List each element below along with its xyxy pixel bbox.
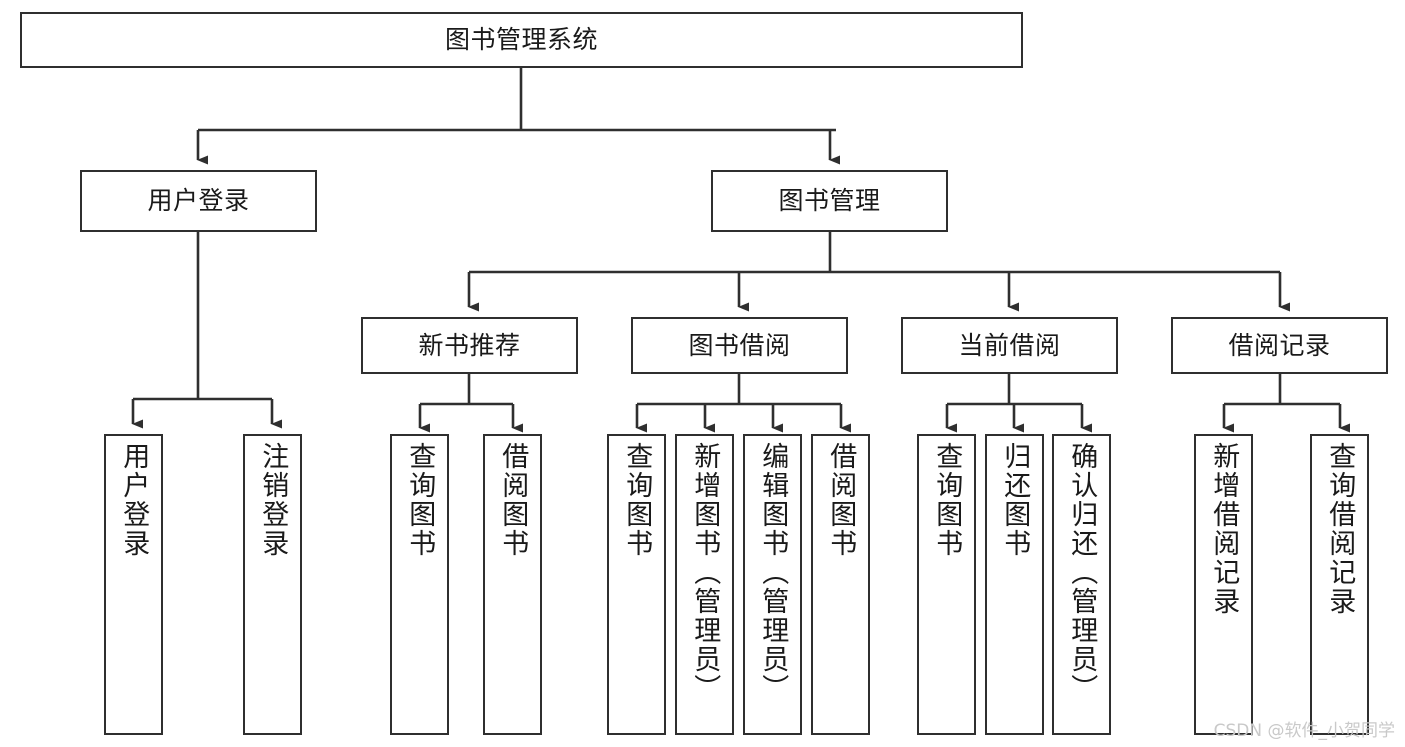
- leaf-current-borrow-confirm-return-admin[interactable]: 确认归还（管理员）: [1052, 434, 1111, 735]
- node-book-borrow[interactable]: 图书借阅: [631, 317, 848, 374]
- node-label: 编辑图书（管理员）: [757, 442, 789, 703]
- leaf-user-login-logout[interactable]: 注销登录: [243, 434, 302, 735]
- leaf-book-borrow-add-book-admin[interactable]: 新增图书（管理员）: [675, 434, 734, 735]
- node-label: 用户登录: [118, 442, 150, 558]
- node-label: 图书借阅: [688, 330, 791, 360]
- node-label: 借阅图书: [825, 442, 857, 558]
- node-label: 查询图书: [404, 442, 436, 558]
- node-label: 新增借阅记录: [1208, 442, 1240, 616]
- leaf-new-book-borrow-book[interactable]: 借阅图书: [483, 434, 542, 735]
- node-label: 借阅图书: [497, 442, 529, 558]
- node-label: 图书管理系统: [444, 25, 598, 55]
- csdn-watermark: CSDN @软件_小贺同学: [1213, 721, 1395, 741]
- node-current-borrow[interactable]: 当前借阅: [901, 317, 1118, 374]
- leaf-book-borrow-edit-book-admin[interactable]: 编辑图书（管理员）: [743, 434, 802, 735]
- node-label: 图书管理: [778, 186, 881, 216]
- leaf-borrow-record-add-record[interactable]: 新增借阅记录: [1194, 434, 1253, 735]
- node-root-book-management-system[interactable]: 图书管理系统: [20, 12, 1023, 68]
- leaf-borrow-record-query-record[interactable]: 查询借阅记录: [1310, 434, 1369, 735]
- node-label: 当前借阅: [958, 330, 1061, 360]
- node-borrow-record[interactable]: 借阅记录: [1171, 317, 1388, 374]
- node-label: 确认归还（管理员）: [1066, 442, 1098, 703]
- node-new-book-recommend[interactable]: 新书推荐: [361, 317, 578, 374]
- leaf-book-borrow-borrow-book[interactable]: 借阅图书: [811, 434, 870, 735]
- node-label: 新书推荐: [418, 330, 521, 360]
- node-label: 用户登录: [147, 186, 250, 216]
- leaf-current-borrow-return-book[interactable]: 归还图书: [985, 434, 1044, 735]
- node-label: 查询图书: [621, 442, 653, 558]
- node-label: 注销登录: [257, 442, 289, 558]
- node-label: 查询借阅记录: [1324, 442, 1356, 616]
- node-label: 新增图书（管理员）: [689, 442, 721, 703]
- leaf-book-borrow-query-book[interactable]: 查询图书: [607, 434, 666, 735]
- leaf-new-book-query-book[interactable]: 查询图书: [390, 434, 449, 735]
- leaf-current-borrow-query-book[interactable]: 查询图书: [917, 434, 976, 735]
- node-label: 借阅记录: [1228, 330, 1331, 360]
- node-book-management[interactable]: 图书管理: [711, 170, 948, 232]
- node-label: 归还图书: [999, 442, 1031, 558]
- node-user-login[interactable]: 用户登录: [80, 170, 317, 232]
- node-label: 查询图书: [931, 442, 963, 558]
- leaf-user-login-login[interactable]: 用户登录: [104, 434, 163, 735]
